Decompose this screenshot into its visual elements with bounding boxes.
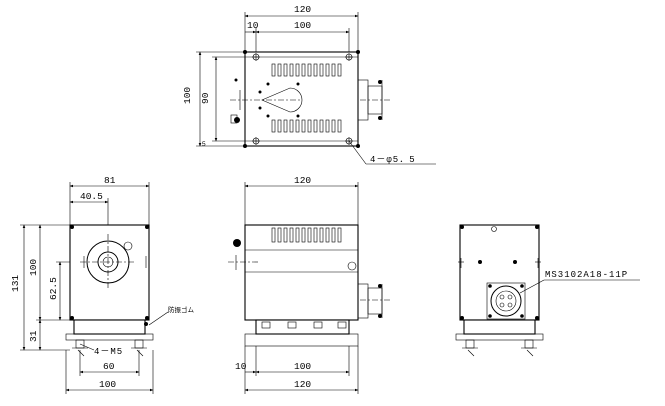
front-width-label: 81 [104, 175, 116, 186]
top-vents-upper [271, 63, 342, 77]
top-view: 120 10 100 100 90 5 [182, 4, 436, 165]
top-vents-lower [271, 119, 342, 133]
front-base-height-label: 31 [28, 330, 39, 342]
rear-base [463, 319, 536, 335]
side-body [244, 224, 359, 321]
top-height-label: 100 [182, 87, 193, 104]
top-offset-label: 10 [247, 20, 259, 31]
side-vents [271, 227, 342, 243]
front-body [69, 224, 150, 321]
front-axis-height-label: 62.5 [48, 277, 59, 300]
rear-body [459, 224, 540, 321]
hole-callout: 4－φ5．5 [370, 155, 416, 165]
top-connector [357, 79, 392, 121]
connector-label: MS3102A18-11P [545, 270, 628, 280]
front-base-width-label: 100 [99, 379, 116, 390]
rear-view: MS3102A18-11P [455, 224, 640, 357]
side-width-label: 120 [294, 175, 311, 186]
front-total-height-label: 131 [10, 275, 21, 292]
front-body-height-label: 100 [28, 259, 39, 276]
side-view: 120 [228, 175, 392, 394]
front-base [73, 319, 146, 335]
front-center-label: 40.5 [80, 191, 103, 202]
side-pitch-label: 100 [294, 361, 311, 372]
side-base-width-label: 120 [294, 379, 311, 390]
part-callout: 防振ゴム [168, 305, 195, 314]
side-connector [357, 283, 392, 319]
rear-connector [486, 282, 526, 320]
top-inner-height-label: 90 [200, 92, 211, 104]
top-width-label: 120 [294, 4, 311, 15]
top-pitch-label: 100 [294, 20, 311, 31]
mount-callout: 4－M5 [94, 347, 123, 357]
lamp-symbol [261, 87, 303, 113]
front-foot-pitch-label: 60 [103, 361, 115, 372]
front-view: 81 40.5 131 100 31 62.5 [10, 175, 195, 394]
side-offset-label: 10 [235, 361, 247, 372]
top-margin-label: 5 [202, 141, 206, 148]
